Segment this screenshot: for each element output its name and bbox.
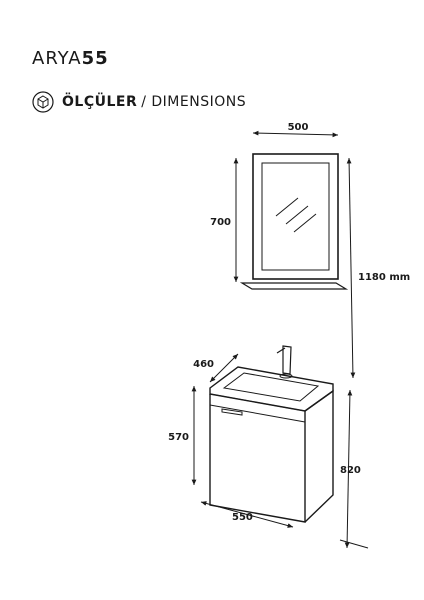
- cabinet-depth-label: 460: [193, 359, 214, 370]
- total-height-dimension: 1180 mm: [346, 157, 410, 379]
- model-number: 55: [81, 48, 109, 69]
- section-title-tr: ÖLÇÜLER: [62, 94, 138, 110]
- cabinet-height-label: 570: [168, 432, 189, 443]
- mirror-width-label: 500: [288, 122, 309, 133]
- cabinet-height-dimension: 570: [168, 386, 197, 485]
- product-title: ARYA55: [32, 48, 109, 69]
- model-name: ARYA: [32, 48, 82, 69]
- mirror-height-dimension: 700: [210, 158, 239, 282]
- cabinet-total-height-dimension: 820: [339, 389, 369, 549]
- cabinet-total-height-label: 820: [340, 465, 361, 476]
- 3d-box-icon: [32, 91, 54, 113]
- section-title-en: / DIMENSIONS: [141, 94, 247, 110]
- mirror-height-label: 700: [210, 217, 231, 228]
- total-height-label: 1180 mm: [358, 272, 410, 283]
- section-heading: ÖLÇÜLER / DIMENSIONS: [32, 90, 246, 114]
- cabinet-width-dimension: 550: [200, 501, 294, 528]
- cabinet-depth-dimension: 460: [193, 353, 239, 383]
- cabinet: [209, 345, 334, 523]
- mirror: [239, 153, 349, 290]
- mirror-width-dimension: 500: [252, 122, 339, 138]
- cabinet-width-label: 550: [232, 512, 253, 523]
